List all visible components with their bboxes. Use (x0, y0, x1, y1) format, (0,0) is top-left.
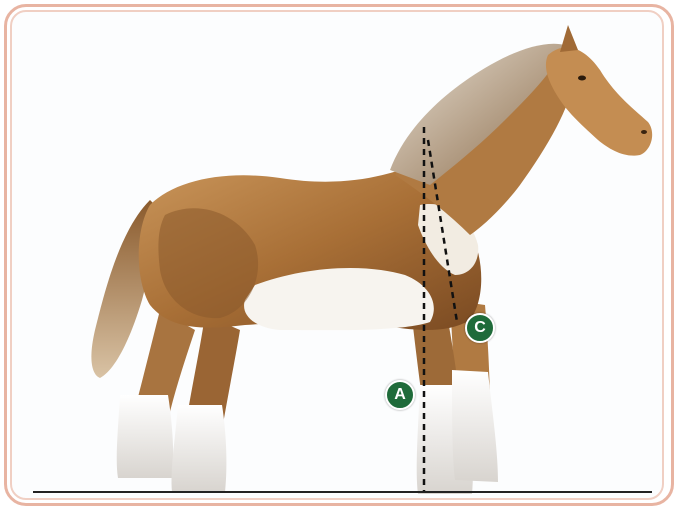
horse-front-feather-far (452, 370, 498, 482)
horse-eye (578, 76, 586, 81)
horse-head (546, 47, 652, 155)
horse-hind-feather-near (172, 405, 227, 492)
horse-ear (560, 25, 578, 52)
marker-a-badge: A (385, 380, 415, 410)
marker-c-badge: C (465, 313, 495, 343)
horse-nostril (641, 130, 647, 134)
horse-hind-feather (117, 395, 173, 478)
